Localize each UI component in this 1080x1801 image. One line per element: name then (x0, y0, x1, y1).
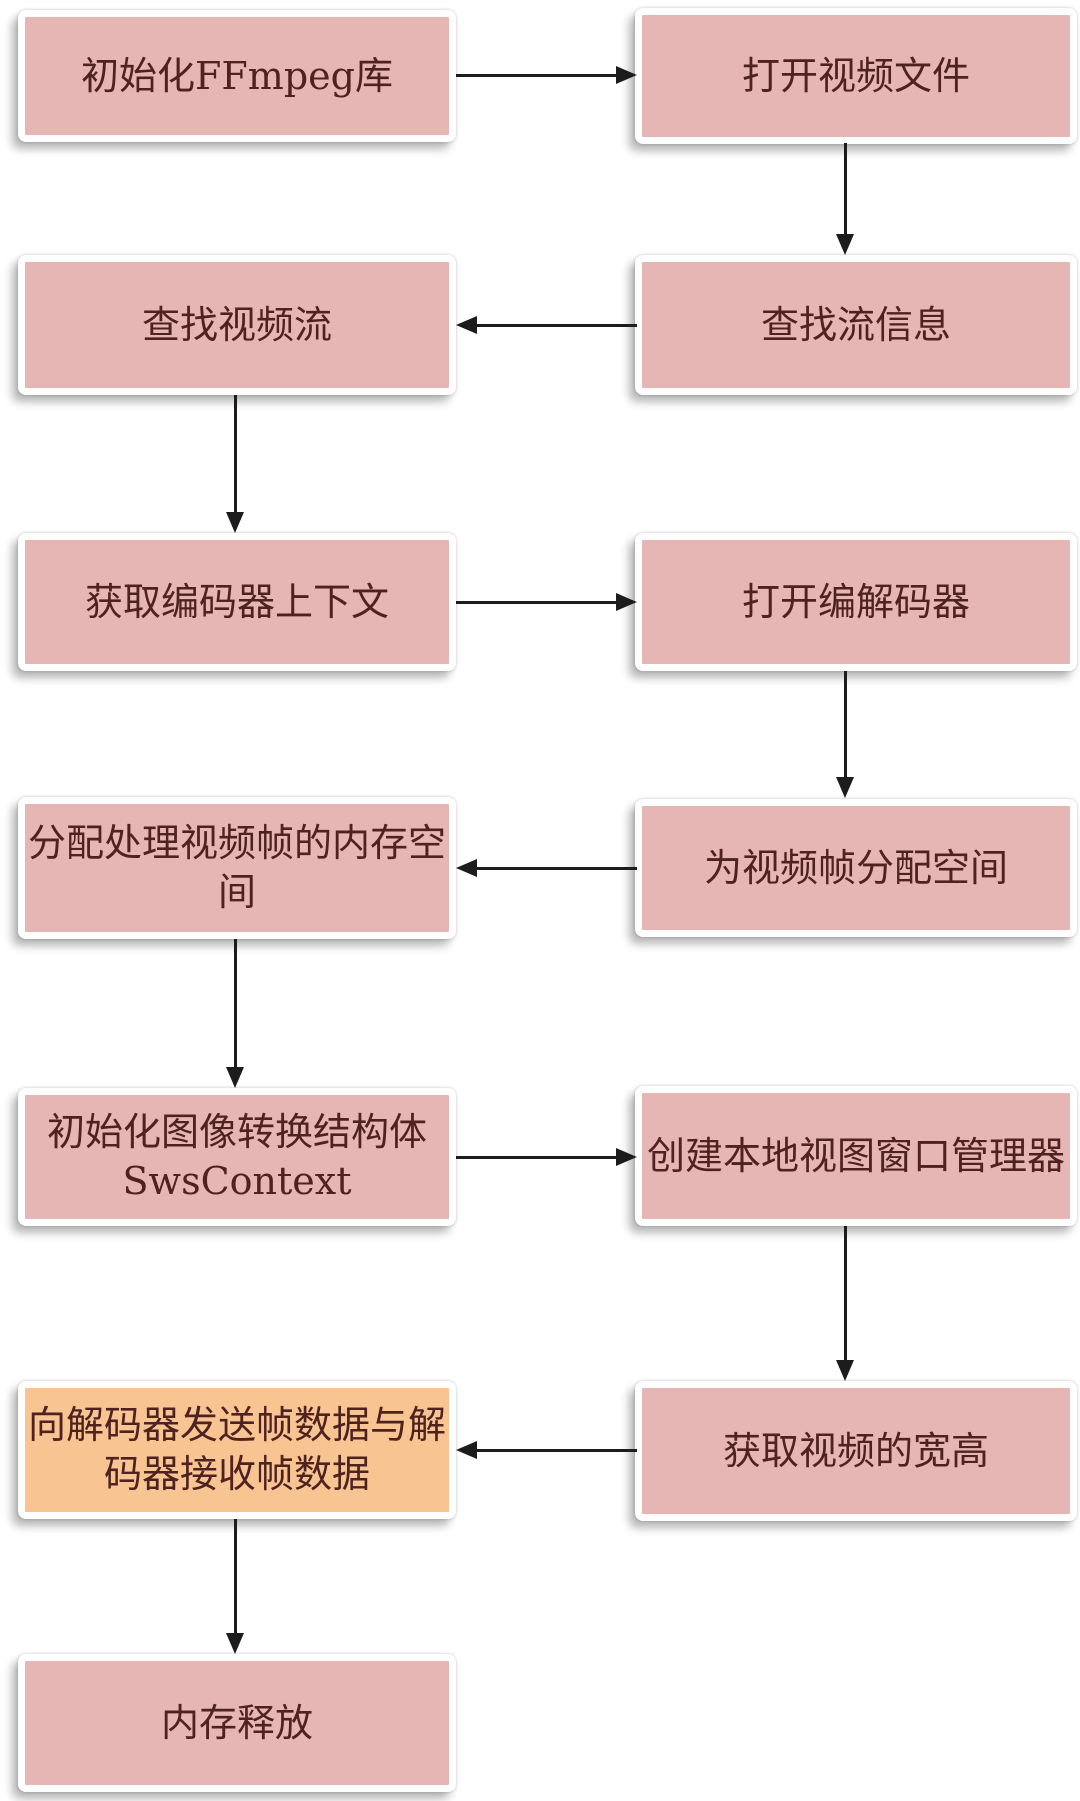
arrow-init-ffmpeg-to-open-video-file (456, 74, 617, 77)
node-alloc-frame-memory: 分配处理视频帧的内存空 间 (18, 797, 456, 939)
arrowhead-down-icon (226, 512, 244, 533)
node-create-window-manager: 创建本地视图窗口管理器 (635, 1086, 1077, 1226)
arrowhead-left-icon (456, 1441, 477, 1459)
node-label: 内存释放 (160, 1700, 313, 1745)
node-label: 初始化图像转换结构体 SwsContext (46, 1110, 427, 1203)
node-label: 打开编解码器 (741, 579, 970, 624)
arrow-create-window-manager-to-get-video-size (844, 1226, 847, 1361)
node-open-video-file: 打开视频文件 (635, 8, 1077, 144)
arrowhead-left-icon (456, 859, 477, 877)
arrow-find-stream-info-to-find-video-stream (477, 324, 637, 327)
arrowhead-down-icon (836, 777, 854, 798)
node-open-codec: 打开编解码器 (635, 533, 1077, 671)
node-label: 为视频帧分配空间 (703, 845, 1008, 890)
node-label: 向解码器发送帧数据与解 码器接收帧数据 (27, 1403, 446, 1496)
node-label: 获取编码器上下文 (84, 579, 389, 624)
node-label: 获取视频的宽高 (722, 1428, 989, 1473)
arrow-alloc-frame-memory-to-init-swscontext (234, 939, 237, 1067)
node-free-memory: 内存释放 (18, 1654, 456, 1792)
arrowhead-down-icon (226, 1633, 244, 1654)
node-init-ffmpeg: 初始化FFmpeg库 (18, 10, 456, 142)
node-label: 初始化FFmpeg库 (81, 53, 393, 98)
arrow-open-codec-to-alloc-frame-space (844, 671, 847, 778)
node-alloc-frame-space: 为视频帧分配空间 (635, 799, 1077, 937)
arrowhead-left-icon (456, 316, 477, 334)
arrowhead-right-icon (616, 1148, 637, 1166)
arrow-open-video-file-to-find-stream-info (844, 143, 847, 235)
arrow-send-receive-frame-data-to-free-memory (234, 1519, 237, 1633)
arrowhead-right-icon (616, 66, 637, 84)
arrow-find-video-stream-to-get-codec-context (234, 395, 237, 512)
arrow-init-swscontext-to-create-window-manager (456, 1156, 617, 1159)
arrowhead-down-icon (836, 234, 854, 255)
node-label: 查找视频流 (141, 302, 332, 347)
arrowhead-down-icon (836, 1360, 854, 1381)
arrowhead-right-icon (616, 593, 637, 611)
node-get-video-size: 获取视频的宽高 (635, 1381, 1077, 1521)
node-find-stream-info: 查找流信息 (635, 255, 1077, 395)
arrowhead-down-icon (226, 1067, 244, 1088)
node-init-swscontext: 初始化图像转换结构体 SwsContext (18, 1088, 456, 1226)
arrow-get-codec-context-to-open-codec (456, 601, 617, 604)
arrow-alloc-frame-space-to-alloc-frame-memory (477, 867, 637, 870)
node-send-receive-frame-data: 向解码器发送帧数据与解 码器接收帧数据 (18, 1381, 456, 1519)
node-label: 分配处理视频帧的内存空 间 (27, 821, 446, 914)
node-find-video-stream: 查找视频流 (18, 255, 456, 395)
node-label: 创建本地视图窗口管理器 (646, 1133, 1065, 1178)
node-label: 打开视频文件 (741, 53, 970, 98)
arrow-get-video-size-to-send-receive-frame-data (477, 1449, 637, 1452)
node-label: 查找流信息 (760, 302, 951, 347)
node-get-codec-context: 获取编码器上下文 (18, 533, 456, 671)
